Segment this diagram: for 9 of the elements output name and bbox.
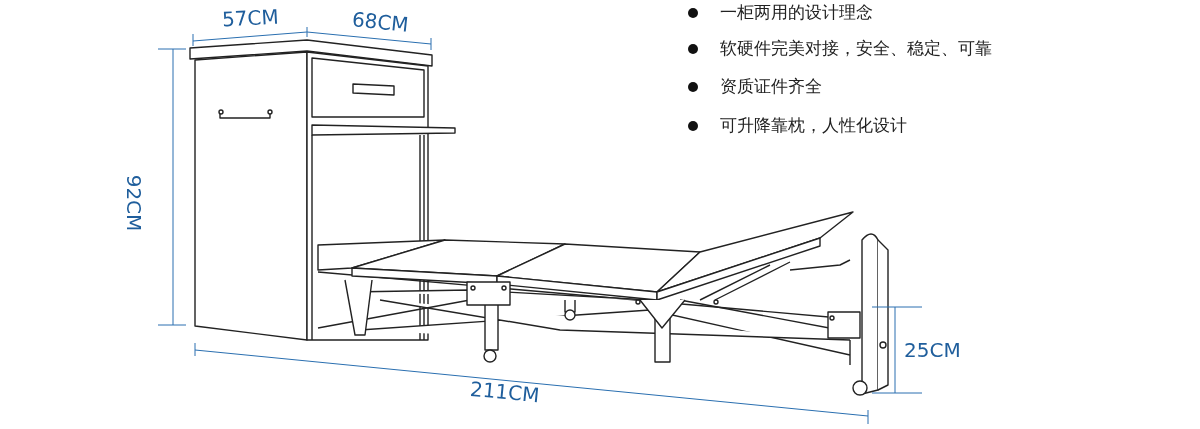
dimension-label: 211CM	[469, 378, 541, 406]
dimension-label: 25CM	[904, 340, 961, 360]
dimension-label: 57CM	[221, 6, 280, 30]
dimension-label: 92CM	[124, 174, 145, 232]
feature-text: 一柜两用的设计理念	[720, 4, 873, 21]
feature-text: 可升降靠枕，人性化设计	[720, 117, 907, 134]
dimension-label: 68CM	[351, 9, 410, 35]
feature-text: 资质证件齐全	[720, 78, 822, 95]
feature-text: 软硬件完美对接，安全、稳定、可靠	[720, 40, 992, 57]
